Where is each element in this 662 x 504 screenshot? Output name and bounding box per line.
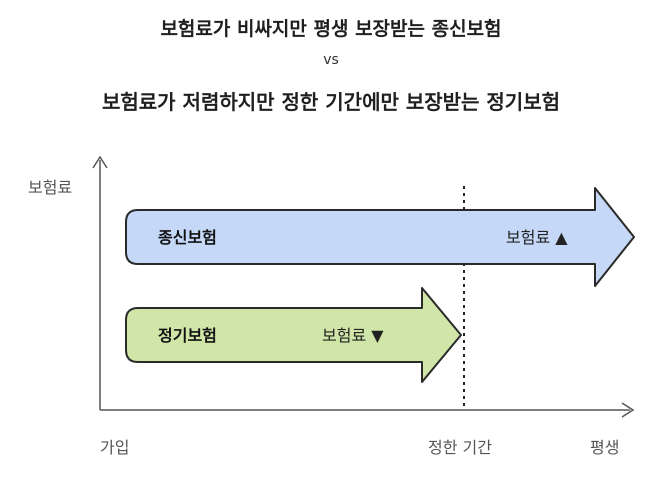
x-axis-start-label: 가입	[100, 438, 129, 457]
whole-life-premium: 보험료 ▲	[506, 228, 568, 247]
x-axis-end-label: 평생	[590, 438, 619, 457]
title-line-2: 보험료가 저렴하지만 정한 기간에만 보장받는 정기보험	[101, 90, 560, 114]
whole-life-name: 종신보험	[158, 228, 217, 247]
x-axis-term-label: 정한 기간	[428, 438, 492, 457]
title-line-1: 보험료가 비싸지만 평생 보장받는 종신보험	[160, 18, 502, 40]
whole-life-arrow	[125, 187, 635, 287]
y-axis-label: 보험료	[28, 178, 72, 197]
title-vs: vs	[323, 52, 339, 68]
x-axis-arrowhead	[621, 402, 635, 418]
term-name: 정기보험	[158, 326, 217, 345]
y-axis-arrowhead	[92, 155, 108, 169]
term-premium: 보험료 ▼	[322, 326, 384, 345]
term-arrow	[125, 287, 462, 383]
